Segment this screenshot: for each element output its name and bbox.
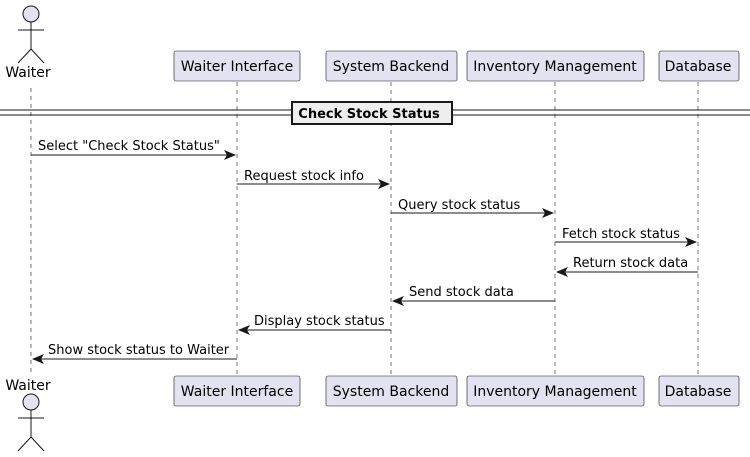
separator-label: Check Stock Status bbox=[298, 107, 440, 122]
participant-backend-top: System Backend bbox=[325, 50, 458, 82]
arrowhead-left bbox=[32, 354, 44, 364]
actor-waiter-label-bottom: Waiter bbox=[5, 378, 51, 394]
message-4: Fetch stock status bbox=[555, 227, 697, 247]
message-2: Request stock info bbox=[237, 169, 390, 189]
lifelines bbox=[30, 82, 699, 376]
participant-ui-label-bottom: Waiter Interface bbox=[181, 384, 293, 400]
participant-inventory-top: Inventory Management bbox=[466, 50, 645, 82]
arrowhead-right bbox=[685, 237, 697, 247]
actor-icon bbox=[17, 5, 45, 64]
separator: Check Stock Status bbox=[0, 101, 750, 125]
arrowhead-right bbox=[378, 179, 390, 189]
message-label: Display stock status bbox=[254, 314, 385, 329]
message-label: Show stock status to Waiter bbox=[48, 343, 230, 358]
arrowhead-right bbox=[224, 150, 236, 160]
message-label: Return stock data bbox=[573, 256, 688, 271]
participant-ui-bottom: Waiter Interface bbox=[173, 375, 301, 407]
participant-backend-label-bottom: System Backend bbox=[333, 384, 450, 400]
participant-ui-label-top: Waiter Interface bbox=[181, 59, 293, 75]
message-label: Query stock status bbox=[398, 198, 520, 213]
participant-ui-top: Waiter Interface bbox=[173, 50, 301, 82]
message-label: Select "Check Stock Status" bbox=[38, 139, 220, 154]
participant-db-bottom: Database bbox=[658, 375, 740, 407]
message-1: Select "Check Stock Status" bbox=[31, 139, 236, 160]
actor-waiter-label-top: Waiter bbox=[5, 65, 51, 81]
actor-waiter-top: Waiter bbox=[5, 5, 51, 81]
participant-inventory-label-bottom: Inventory Management bbox=[473, 384, 637, 400]
message-label: Send stock data bbox=[409, 285, 514, 300]
arrowhead-right bbox=[542, 208, 554, 218]
participant-db-label-top: Database bbox=[665, 59, 732, 75]
arrowhead-left bbox=[238, 325, 250, 335]
participant-inventory-bottom: Inventory Management bbox=[466, 375, 645, 407]
participant-db-top: Database bbox=[658, 50, 740, 82]
actor-icon bbox=[17, 393, 45, 452]
participant-backend-bottom: System Backend bbox=[325, 375, 458, 407]
message-label: Request stock info bbox=[244, 169, 364, 184]
message-5: Return stock data bbox=[556, 256, 698, 277]
message-label: Fetch stock status bbox=[562, 227, 680, 242]
participant-db-label-bottom: Database bbox=[665, 384, 732, 400]
actor-waiter-bottom: Waiter bbox=[5, 378, 51, 452]
message-8: Show stock status to Waiter bbox=[32, 343, 237, 364]
participant-inventory-label-top: Inventory Management bbox=[473, 59, 637, 75]
message-7: Display stock status bbox=[238, 314, 391, 335]
message-3: Query stock status bbox=[391, 198, 554, 218]
message-6: Send stock data bbox=[392, 285, 555, 306]
arrowhead-left bbox=[556, 267, 568, 277]
arrowhead-left bbox=[392, 296, 404, 306]
participant-backend-label-top: System Backend bbox=[333, 59, 450, 75]
separator-box bbox=[291, 101, 453, 125]
